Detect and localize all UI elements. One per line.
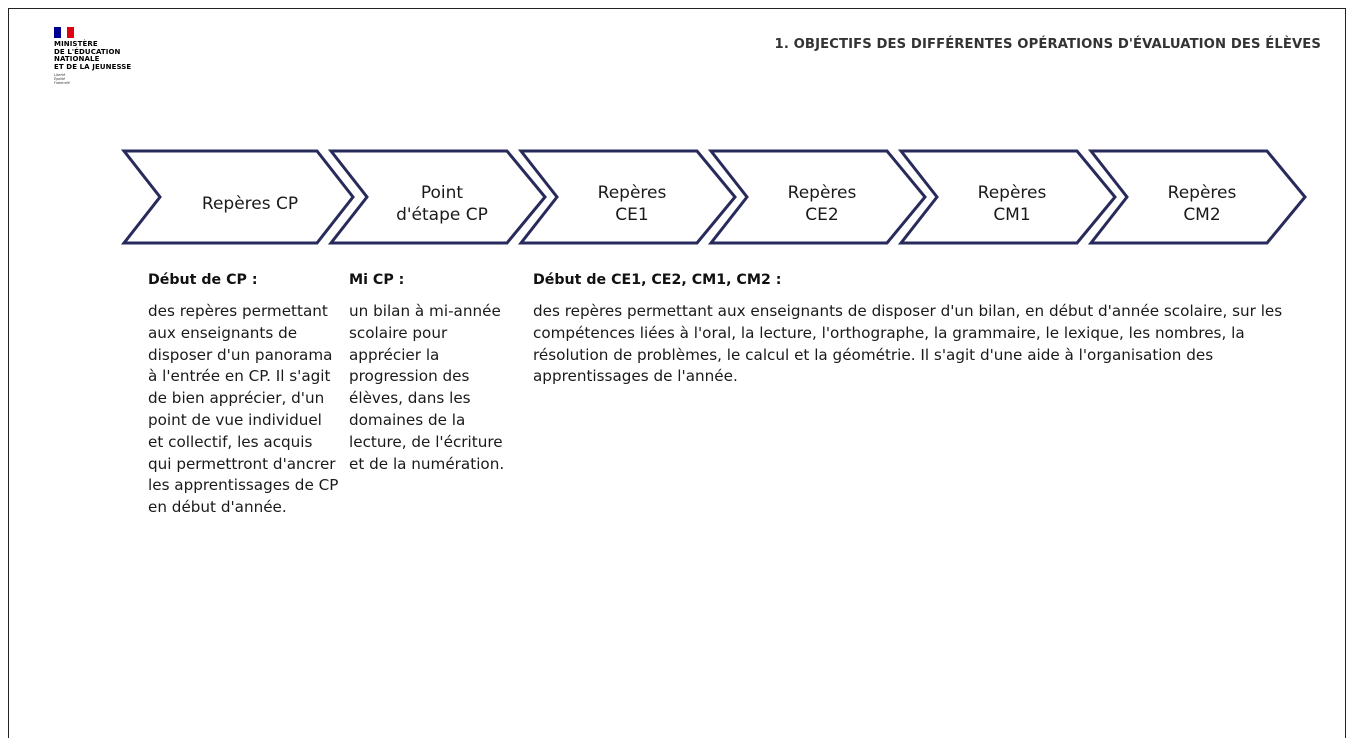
- republic-motto: Liberté Égalité Fraternité: [54, 73, 70, 86]
- chevron-step-4: [707, 149, 927, 245]
- chevron-step-2: [327, 149, 547, 245]
- column-heading: Début de CE1, CE2, CM1, CM2 :: [533, 272, 782, 288]
- column-heading: Début de CP :: [148, 272, 258, 288]
- ministry-name: MINISTÈRE DE L'ÉDUCATION NATIONALE ET DE…: [54, 40, 132, 71]
- column-debut-ce1-cm2: Début de CE1, CE2, CM1, CM2 : des repère…: [533, 272, 1323, 388]
- column-debut-cp: Début de CP : des repères permettant aux…: [148, 272, 340, 519]
- chevron-step-1: [120, 149, 355, 245]
- chevron-step-5: [897, 149, 1117, 245]
- column-body: des repères permettant aux enseignants d…: [148, 302, 339, 517]
- slide-frame: [8, 8, 1346, 738]
- ministry-logo: MINISTÈRE DE L'ÉDUCATION NATIONALE ET DE…: [54, 27, 131, 85]
- column-mi-cp: Mi CP : un bilan à mi-année scolaire pou…: [349, 272, 519, 475]
- column-body: des repères permettant aux enseignants d…: [533, 302, 1283, 386]
- chevron-step-3: [517, 149, 737, 245]
- column-body: un bilan à mi-année scolaire pour appréc…: [349, 302, 505, 473]
- chevron-step-6: [1087, 149, 1307, 245]
- step-label-1: Repères CP: [201, 194, 299, 214]
- column-heading: Mi CP :: [349, 272, 405, 288]
- section-title: 1. OBJECTIFS DES DIFFÉRENTES OPÉRATIONS …: [774, 37, 1321, 52]
- french-flag-icon: [54, 27, 75, 38]
